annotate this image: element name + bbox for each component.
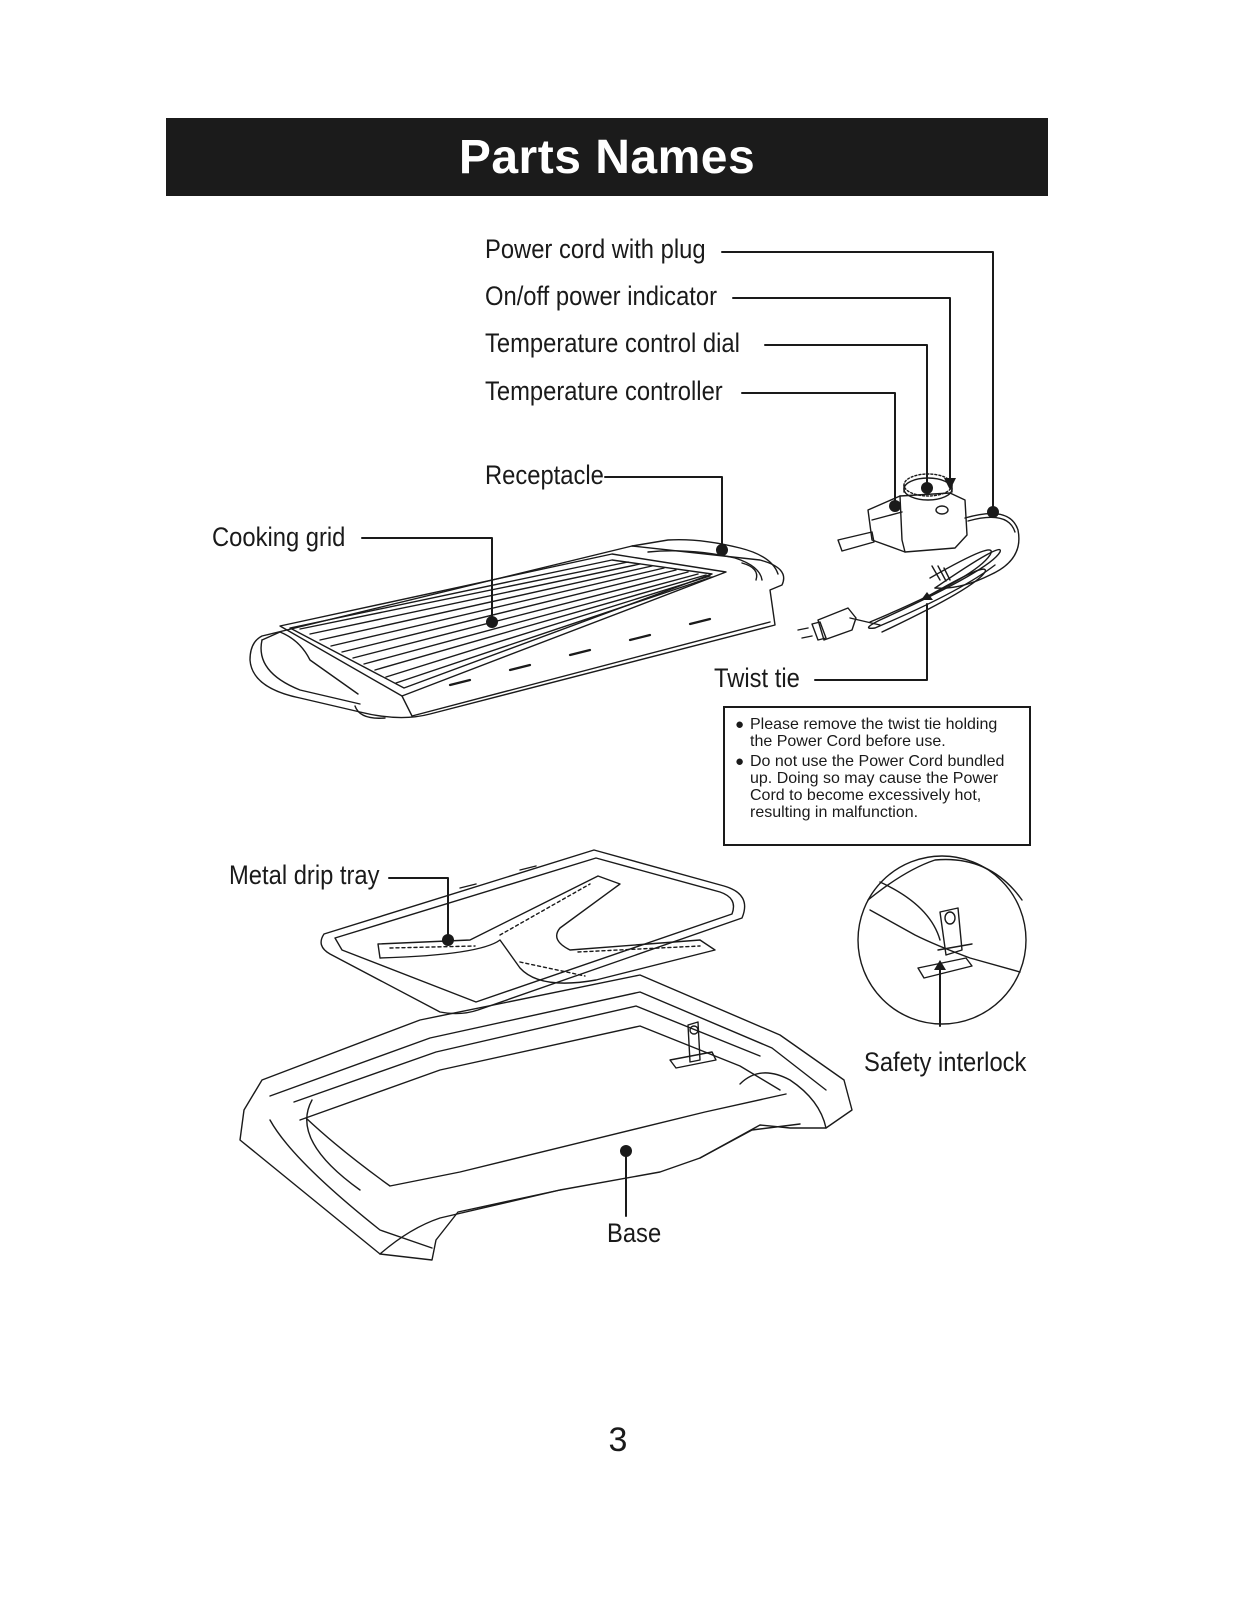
page-number: 3 — [0, 1421, 1236, 1460]
caution-note-box: ● Please remove the twist tie holding th… — [723, 706, 1031, 846]
label-base: Base — [607, 1218, 661, 1248]
label-safety-interlock: Safety interlock — [864, 1047, 1026, 1077]
note-item: ● Do not use the Power Cord bundled up. … — [735, 753, 1021, 821]
label-power-indicator: On/off power indicator — [485, 281, 717, 311]
drip-tray-illustration — [321, 850, 745, 1014]
bullet-icon: ● — [735, 716, 750, 750]
temperature-controller-illustration — [798, 474, 1019, 640]
label-drip-tray: Metal drip tray — [229, 860, 380, 890]
note-text: Do not use the Power Cord bundled up. Do… — [750, 753, 1021, 821]
label-temp-controller: Temperature controller — [485, 376, 723, 406]
label-receptacle: Receptacle — [485, 460, 604, 490]
note-item: ● Please remove the twist tie holding th… — [735, 716, 1021, 750]
label-twist-tie: Twist tie — [714, 663, 800, 693]
bullet-icon: ● — [735, 753, 750, 821]
label-cooking-grid: Cooking grid — [212, 522, 345, 552]
grill-plate-illustration — [250, 540, 784, 719]
note-text: Please remove the twist tie holding the … — [750, 716, 1021, 750]
safety-interlock-zoom — [858, 856, 1026, 1024]
label-power-cord: Power cord with plug — [485, 234, 706, 264]
base-illustration — [240, 975, 852, 1260]
label-temp-dial: Temperature control dial — [485, 328, 740, 358]
